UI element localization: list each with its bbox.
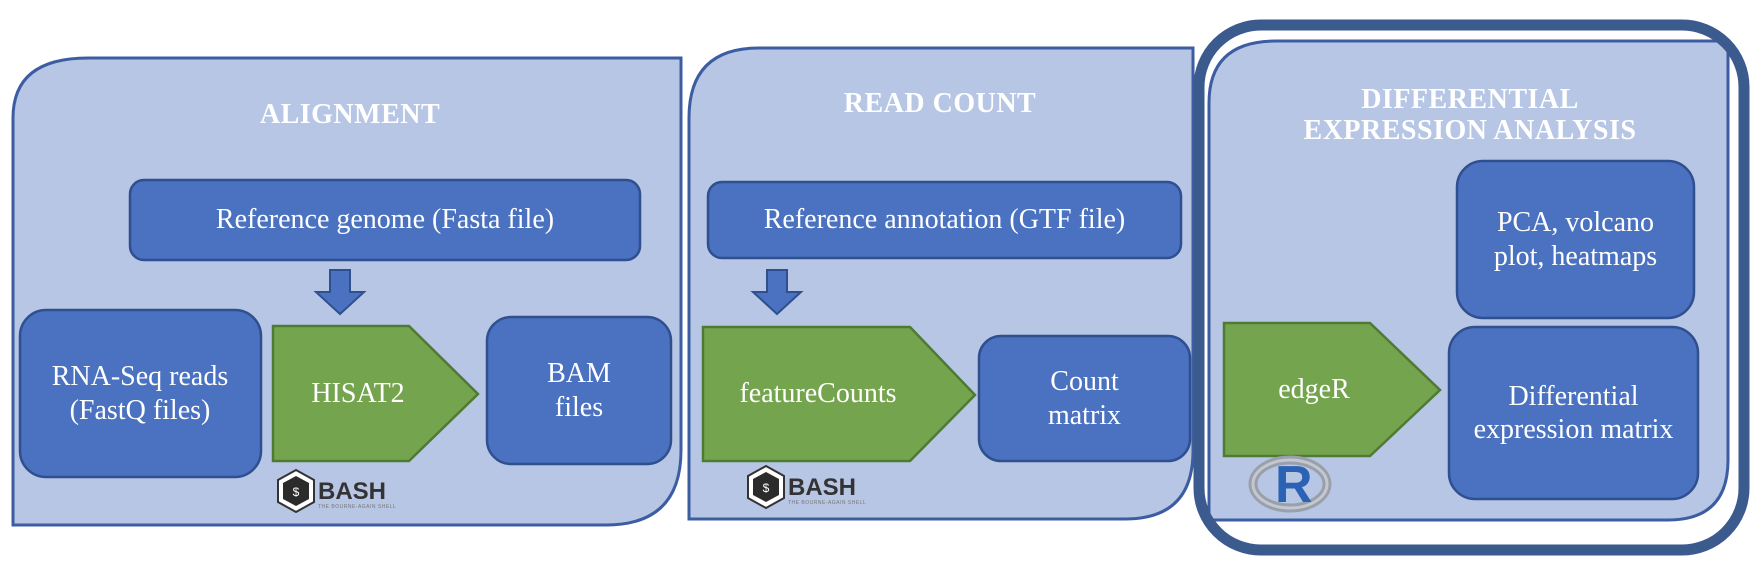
bash-logo-tagline: THE BOURNE-AGAIN SHELL: [318, 504, 397, 510]
alignment-title: ALIGNMENT: [259, 98, 441, 130]
bash-logo-text: BASH: [788, 474, 857, 501]
read-count-title: READ COUNT: [843, 87, 1037, 119]
down-arrow-icon: [313, 269, 367, 316]
reference-genome-box: [128, 178, 642, 262]
featurecounts-arrow: [701, 325, 977, 463]
edger-arrow: [1222, 321, 1442, 458]
count-matrix-box: [977, 334, 1192, 463]
bash-logo-icon: $: [747, 464, 785, 510]
hisat2-arrow: [271, 324, 480, 463]
down-arrow-icon: [750, 269, 804, 316]
plots-label: PCA, volcano plot, heatmaps: [1493, 207, 1658, 272]
svg-text:$: $: [763, 481, 770, 495]
count-matrix-label: Count matrix: [1047, 366, 1122, 431]
plots-box: [1455, 159, 1696, 320]
dea-highlight-border: [1193, 19, 1750, 556]
de-matrix-label: Differential expression matrix: [1473, 380, 1674, 445]
hisat2-label: HISAT2: [311, 377, 405, 409]
dea-title: DIFFERENTIAL EXPRESSION ANALYSIS: [1303, 84, 1637, 146]
reference-genome-label: Reference genome (Fasta file): [215, 204, 555, 236]
rnaseq-reads-box: [18, 308, 263, 479]
r-logo-letter: R: [1275, 456, 1313, 514]
bash-logo-text: BASH: [318, 478, 387, 505]
bash-logo-icon: $: [277, 468, 315, 514]
svg-text:$: $: [293, 485, 300, 499]
bam-files-label: BAM files: [547, 358, 611, 423]
reference-annotation-box: [706, 180, 1183, 260]
bash-logo-tagline: THE BOURNE-AGAIN SHELL: [788, 500, 867, 506]
edger-label: edgeR: [1278, 373, 1350, 405]
reference-annotation-label: Reference annotation (GTF file): [763, 204, 1126, 236]
r-logo-icon: [1248, 455, 1332, 513]
rnaseq-reads-label: RNA-Seq reads (FastQ files): [51, 361, 229, 426]
featurecounts-label: featureCounts: [739, 378, 897, 410]
de-matrix-box: [1447, 325, 1700, 501]
bam-files-box: [485, 315, 673, 466]
